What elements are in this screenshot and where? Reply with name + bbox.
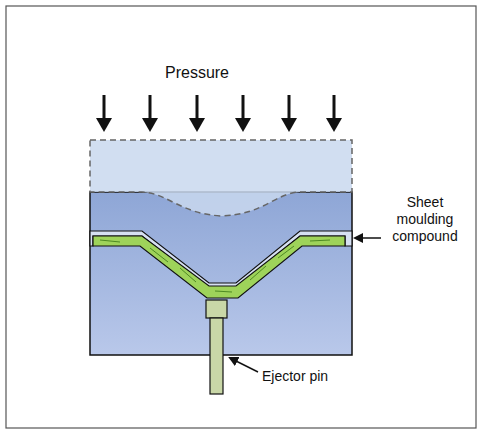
leader-line — [230, 358, 258, 372]
smc-charge — [93, 236, 345, 298]
part-label: Sheet moulding compound — [384, 194, 466, 245]
ejector-pin-head — [206, 300, 227, 318]
process-label: Pressure — [150, 64, 244, 81]
part-label: Ejector pin — [262, 368, 362, 385]
frame — [6, 6, 476, 428]
fibre-strands — [100, 240, 330, 292]
ejector-pin-shaft — [210, 318, 223, 394]
leader-line — [355, 237, 381, 239]
pressure-arrows — [96, 95, 342, 132]
upper-mould — [90, 140, 352, 216]
